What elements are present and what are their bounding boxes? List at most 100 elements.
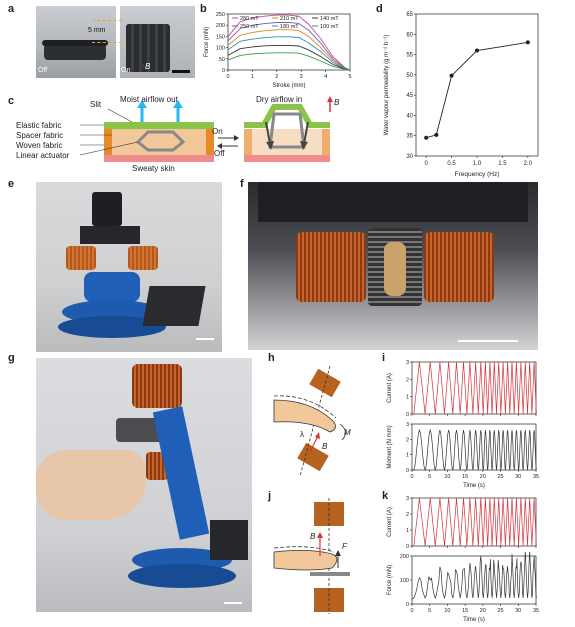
label-woven-fabric: Woven fabric <box>16 141 63 150</box>
chart-b-ytick-label: 100 <box>216 46 225 52</box>
elastic-fabric-raised <box>244 104 330 128</box>
chart-d-xtick-label: 1.0 <box>473 161 482 167</box>
panel-label-h: h <box>268 352 275 364</box>
chart-i-moment-xtick-label: 0 <box>410 474 413 480</box>
chart-b-ytick-label: 0 <box>222 68 225 74</box>
label-sweaty-skin: Sweaty skin <box>132 164 175 173</box>
chart-d-ytick-label: 60 <box>406 32 413 38</box>
chart-b-series-line <box>227 22 351 71</box>
chart-d-xtick-label: 1.5 <box>498 161 507 167</box>
finger-h <box>273 399 336 433</box>
chart-i-moment-xtick-label: 35 <box>533 474 539 480</box>
label-on: On <box>121 67 131 74</box>
chart-d-ytick-label: 45 <box>406 93 413 99</box>
chart-b-legend-label: 250 mT <box>240 24 259 30</box>
chart-i-current-ytick-label: 0 <box>406 412 409 418</box>
chart-k-current-ytick-label: 3 <box>406 496 409 502</box>
chart-i-moment-xtick-label: 25 <box>498 474 504 480</box>
photo-robot-finger-interaction <box>36 358 252 612</box>
chart-k-current-frame <box>411 497 537 547</box>
chart-b-xtick-label: 0 <box>226 74 229 80</box>
chart-i-moment-ytick-label: 2 <box>406 437 409 443</box>
dimension-line-top <box>92 20 122 22</box>
chart-k-force-xtick-label: 15 <box>462 608 468 614</box>
chart-k-force-ytick-label: 200 <box>400 554 409 560</box>
field-b-a: B <box>145 62 151 71</box>
chart-d-point <box>449 73 454 78</box>
chart-i-moment-xtick-label: 10 <box>444 474 450 480</box>
chart-b-xtick-label: 1 <box>251 74 254 80</box>
chart-b-xtick-label: 5 <box>348 74 351 80</box>
label-on-c: On <box>212 127 223 136</box>
panel-label-i: i <box>382 352 386 364</box>
chart-b-ylabel: Force (mN) <box>204 27 210 57</box>
chart-b-ytick-label: 50 <box>219 57 225 63</box>
chart-d-ytick-label: 30 <box>406 154 413 160</box>
label-field-c: B <box>334 98 340 107</box>
chart-b-ytick-label: 150 <box>216 34 225 40</box>
chart-d-frame <box>415 13 539 157</box>
panel-label-k: k <box>382 490 389 502</box>
label-spacer-fabric: Spacer fabric <box>16 131 64 140</box>
chart-b-series-line <box>227 44 351 71</box>
chart-b-legend-label: 280 mT <box>240 16 259 22</box>
label-moment-h: M <box>344 428 351 437</box>
label-lambda-h: λ <box>300 430 304 439</box>
panel-label-b: b <box>200 3 207 15</box>
chart-i-moment-xlabel: Time (s) <box>463 483 485 489</box>
label-field-h: B <box>322 442 328 451</box>
label-elastic-fabric: Elastic fabric <box>16 121 62 130</box>
schematic-c <box>79 96 333 162</box>
chart-d-xlabel: Frequency (Hz) <box>455 171 500 178</box>
chart-d-xtick-label: 0.5 <box>447 161 456 167</box>
chart-i-moment-ytick-label: 1 <box>406 453 409 459</box>
chart-d-ytick-label: 40 <box>406 113 413 119</box>
panel-label-f: f <box>240 178 244 190</box>
panel-label-a: a <box>8 3 15 15</box>
chart-i-current-trace <box>412 361 537 415</box>
panel-label-c: c <box>8 95 15 107</box>
chart-b-series-line <box>227 36 351 71</box>
schematic-j <box>273 498 350 614</box>
dry-airflow-arrow-1 <box>265 121 271 145</box>
scale-bar-g <box>224 602 242 604</box>
force-sensor-j <box>310 572 350 576</box>
label-linear-actuator: Linear actuator <box>16 151 70 160</box>
field-arrow-h <box>309 435 319 453</box>
chart-i-moment-ylabel: Moment (N mm) <box>387 425 393 468</box>
chart-k-force-xtick-label: 10 <box>444 608 450 614</box>
chart-i-moment-xtick-label: 15 <box>462 474 468 480</box>
chart-i-moment-ytick-label: 0 <box>406 468 409 474</box>
photo-fabric-on <box>120 6 195 78</box>
chart-d-ytick-label: 50 <box>406 73 413 79</box>
chart-k-force-xtick-label: 20 <box>480 608 486 614</box>
chart-i-current-ytick-label: 1 <box>406 395 409 401</box>
chart-k-current-ytick-label: 2 <box>406 512 409 518</box>
chart-d-ytick-label: 65 <box>406 12 413 18</box>
chart-b-ytick-label: 250 <box>216 12 225 18</box>
chart-i-current-ytick-label: 3 <box>406 360 409 366</box>
chart-k-force-xtick-label: 35 <box>533 608 539 614</box>
chart-d-point <box>475 48 479 53</box>
dimension-line-bottom <box>92 42 122 44</box>
chart-k-force-ytick-label: 100 <box>400 578 409 584</box>
chart-b-series-line <box>227 52 351 71</box>
chart-i-current-ytick-label: 2 <box>406 377 409 383</box>
label-field-a: ↑B <box>141 62 151 71</box>
panel-label-d: d <box>376 3 383 15</box>
chart-k-force-xtick-label: 5 <box>428 608 431 614</box>
chart-d-line <box>426 41 528 139</box>
chart-b-ytick-label: 200 <box>216 23 225 29</box>
chart-k-force-xtick-label: 25 <box>498 608 504 614</box>
chart-d-point <box>424 135 429 140</box>
chart-i-moment-xtick-label: 20 <box>480 474 486 480</box>
chart-d-point <box>434 132 439 137</box>
finger-j <box>273 550 338 571</box>
chart-i-current-frame <box>411 361 537 415</box>
chart-b-legend-label: 100 mT <box>320 24 339 30</box>
